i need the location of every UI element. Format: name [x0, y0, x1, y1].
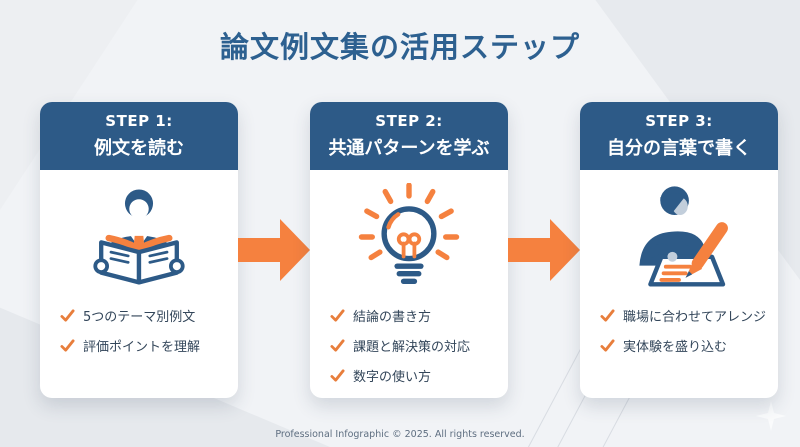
check-icon — [330, 369, 345, 382]
bullet-item: 職場に合わせてアレンジ — [600, 306, 768, 325]
step-card-3-icon-zone — [580, 170, 778, 304]
step-card-2-icon-zone — [310, 170, 508, 304]
step-heading: 例文を読む — [94, 138, 184, 159]
step-card-3-bullets: 職場に合わせてアレンジ 実体験を盛り込む — [580, 304, 778, 366]
check-icon — [60, 309, 75, 322]
step-card-1-header: STEP 1: 例文を読む — [40, 102, 238, 170]
bullet-item: 5つのテーマ別例文 — [60, 306, 228, 325]
step-card-2-header: STEP 2: 共通パターンを学ぶ — [310, 102, 508, 170]
bullet-item: 結論の書き方 — [330, 306, 498, 325]
lightbulb-idea-icon — [358, 183, 460, 284]
sparkle-icon — [756, 401, 786, 431]
steps-row: STEP 1: 例文を読む — [40, 102, 778, 398]
footer-copyright: Professional Infographic © 2025. All rig… — [275, 429, 525, 440]
check-icon — [330, 309, 345, 322]
arrow-cell — [508, 102, 580, 398]
step-label: STEP 3: — [645, 112, 713, 130]
bullet-text: 結論の書き方 — [353, 310, 432, 325]
bullet-text: 課題と解決策の対応 — [353, 340, 471, 355]
step-card-2: STEP 2: 共通パターンを学ぶ — [310, 102, 508, 398]
step-label: STEP 1: — [105, 112, 173, 130]
page-title: 論文例文集の活用ステップ — [219, 30, 580, 64]
bullet-item: 数字の使い方 — [330, 366, 498, 385]
step-card-1: STEP 1: 例文を読む — [40, 102, 238, 398]
check-icon — [600, 339, 615, 352]
bullet-text: 5つのテーマ別例文 — [83, 310, 196, 325]
bullet-item: 実体験を盛り込む — [600, 336, 768, 355]
step-heading: 共通パターンを学ぶ — [328, 138, 490, 159]
bullet-text: 実体験を盛り込む — [623, 340, 728, 355]
person-writing-icon — [639, 186, 728, 287]
check-icon — [330, 339, 345, 352]
check-icon — [60, 339, 75, 352]
step-card-1-bullets: 5つのテーマ別例文 評価ポイントを理解 — [40, 304, 238, 366]
step-label: STEP 2: — [375, 112, 443, 130]
step-heading: 自分の言葉で書く — [607, 138, 751, 159]
check-icon — [600, 309, 615, 322]
person-reading-book-icon — [93, 189, 185, 285]
step-card-3-header: STEP 3: 自分の言葉で書く — [580, 102, 778, 170]
bullet-text: 数字の使い方 — [353, 370, 432, 385]
bullet-text: 職場に合わせてアレンジ — [623, 310, 767, 325]
bullet-item: 課題と解決策の対応 — [330, 336, 498, 355]
right-arrow-icon — [238, 219, 310, 281]
step-card-2-bullets: 結論の書き方 課題と解決策の対応 数字の使い方 — [310, 304, 508, 396]
step-card-1-icon-zone — [40, 170, 238, 304]
bullet-text: 評価ポイントを理解 — [83, 340, 201, 355]
bullet-item: 評価ポイントを理解 — [60, 336, 228, 355]
step-card-3: STEP 3: 自分の言葉で書く — [580, 102, 778, 398]
right-arrow-icon — [508, 219, 580, 281]
arrow-cell — [238, 102, 310, 398]
